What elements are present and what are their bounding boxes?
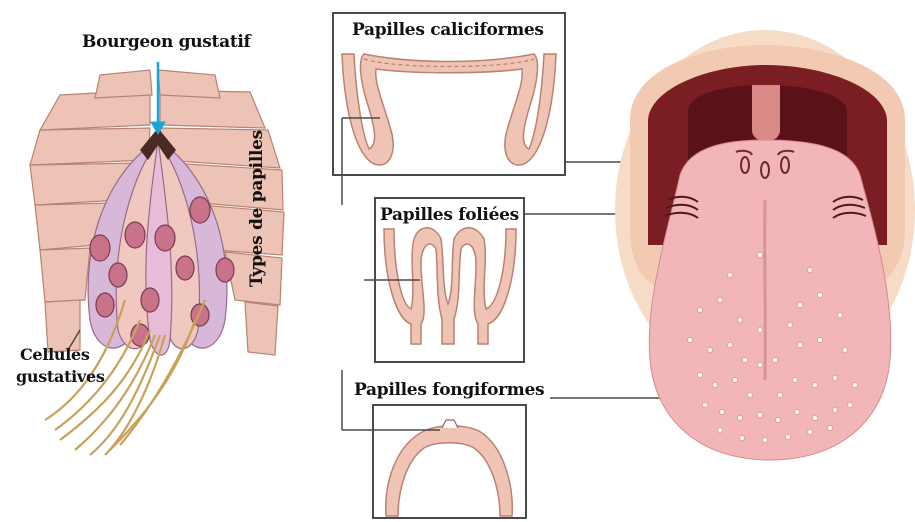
- tongue-midline: [765, 200, 766, 380]
- tongue: [649, 140, 890, 460]
- uvula: [752, 85, 780, 141]
